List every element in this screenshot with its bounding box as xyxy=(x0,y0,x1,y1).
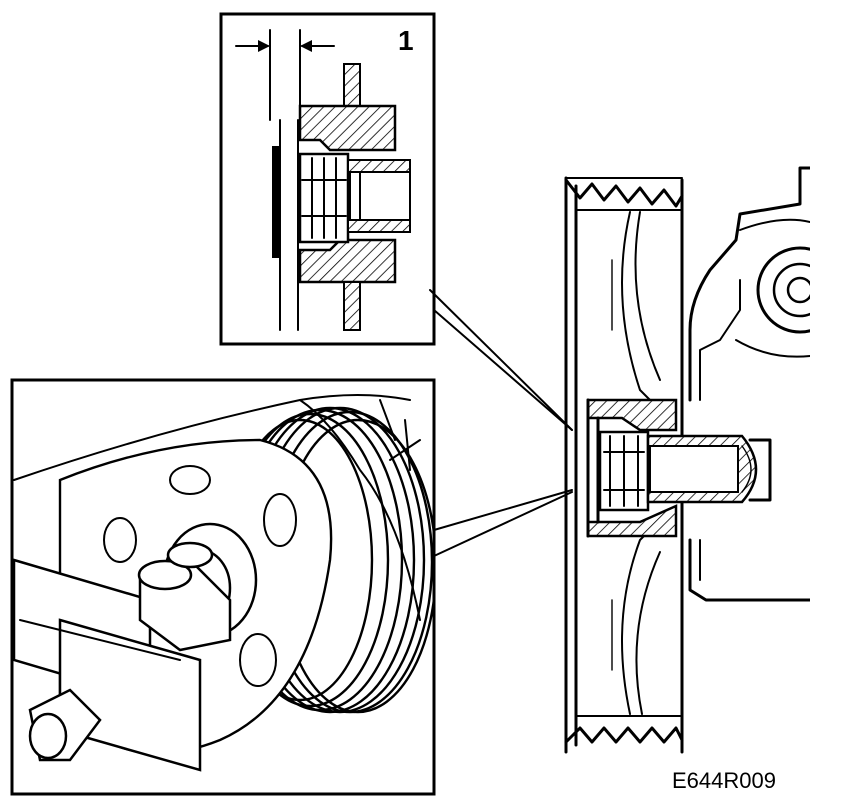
callout-number: 1 xyxy=(398,25,414,56)
tool-inset xyxy=(10,378,436,796)
pump-body-outline xyxy=(688,166,810,402)
top-groove-profile xyxy=(564,178,684,208)
detail-inset-1: 1 xyxy=(219,12,436,346)
leader-lines-inset-1 xyxy=(429,289,573,431)
figure-code: E644R009 xyxy=(672,768,776,793)
hub-section-top xyxy=(586,398,678,432)
bottom-groove-profile xyxy=(564,726,684,744)
pulley-section-view xyxy=(564,166,810,754)
leader-lines-tool-inset xyxy=(433,489,573,557)
